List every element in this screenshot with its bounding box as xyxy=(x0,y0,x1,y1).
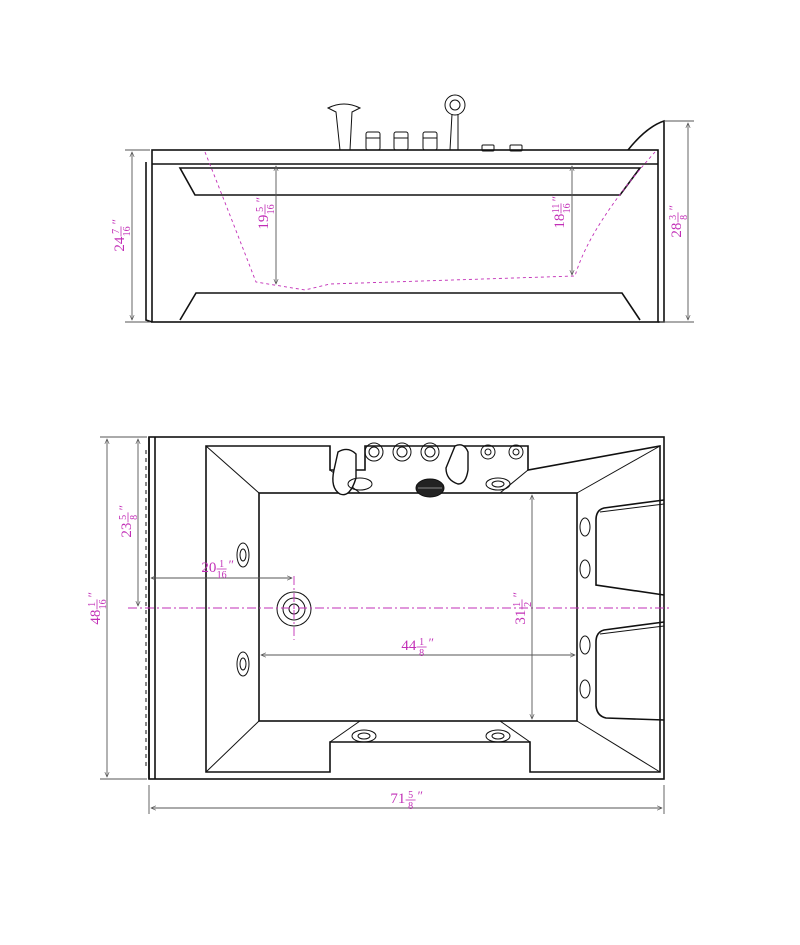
dim-denominator: 16 xyxy=(217,570,227,581)
dim-numerator: 3 xyxy=(668,215,679,220)
top-headrest-pad-upper xyxy=(595,499,665,596)
dim-inch-mark: ″ xyxy=(418,788,423,803)
top-jet-icon xyxy=(236,477,591,743)
side-upper-band xyxy=(178,167,642,196)
dim-inch-mark: ″ xyxy=(549,196,564,201)
dim-numerator: 5 xyxy=(118,515,129,520)
top-knob-icon xyxy=(364,442,440,462)
side-lower-band xyxy=(179,292,641,321)
side-hand-shower-icon xyxy=(444,94,466,151)
dim-inch-mark: ″ xyxy=(429,635,434,650)
side-spout-icon xyxy=(326,103,362,151)
dim-whole-number: 23 xyxy=(119,523,135,538)
dim-numerator: 1 xyxy=(219,559,224,570)
top-hand-shower-icon xyxy=(445,444,469,485)
side-left-skirt xyxy=(145,162,153,323)
side-body-outline xyxy=(151,149,659,323)
dim-inch-mark: ″ xyxy=(229,557,234,572)
dim-whole-number: 28 xyxy=(669,223,685,238)
dim-inch-mark: ″ xyxy=(253,197,268,202)
dim-inch-mark: ″ xyxy=(116,505,131,510)
dim-numerator: 1 xyxy=(512,602,523,607)
dim-inch-mark: ″ xyxy=(109,219,124,224)
dim-numerator: 7 xyxy=(111,229,122,234)
dim-whole-number: 19 xyxy=(256,215,272,230)
dim-whole-number: 44 xyxy=(401,638,417,654)
top-overflow-drain-icon xyxy=(415,478,445,498)
dim-denominator: 16 xyxy=(562,203,573,213)
dim-denominator: 8 xyxy=(679,215,690,220)
dim-denominator: 8 xyxy=(129,515,140,520)
dim-denominator: 16 xyxy=(122,226,133,236)
side-hidden-basin xyxy=(204,151,656,291)
dim-numerator: 11 xyxy=(551,204,562,214)
dim-inch-mark: ″ xyxy=(85,592,100,597)
dim-whole-number: 20 xyxy=(201,560,216,576)
dim-denominator: 8 xyxy=(408,801,413,812)
dim-whole-number: 71 xyxy=(390,791,405,807)
dim-denominator: 16 xyxy=(266,204,277,214)
dim-denominator: 2 xyxy=(523,602,534,607)
dim-whole-number: 18 xyxy=(552,214,568,229)
top-button-icon xyxy=(480,444,524,460)
top-headrest-pad-lower xyxy=(595,621,665,721)
dim-whole-number: 31 xyxy=(513,610,529,625)
dim-whole-number: 48 xyxy=(88,610,104,625)
dim-numerator: 1 xyxy=(419,637,424,648)
top-spout-icon xyxy=(332,448,373,496)
dim-inch-mark: ″ xyxy=(510,592,525,597)
dim-numerator: 1 xyxy=(87,602,98,607)
dim-inch-mark: ″ xyxy=(666,205,681,210)
side-button-icon xyxy=(481,144,523,152)
dim-numerator: 5 xyxy=(408,790,413,801)
dim-denominator: 8 xyxy=(419,648,424,659)
dim-numerator: 5 xyxy=(255,207,266,212)
dim-denominator: 16 xyxy=(98,599,109,609)
side-handle-knob-icon xyxy=(365,131,438,151)
dim-whole-number: 24 xyxy=(112,236,128,252)
